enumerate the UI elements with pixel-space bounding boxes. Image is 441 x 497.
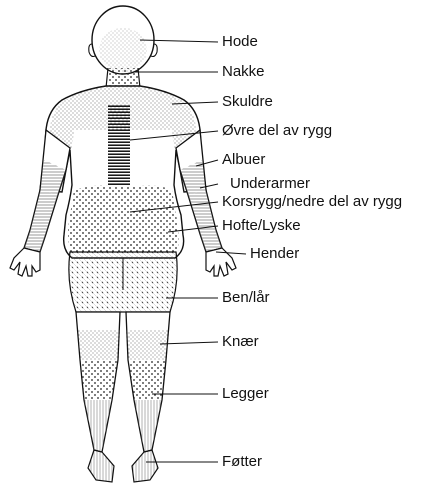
leader-knees [160, 342, 218, 344]
upper-back-region [108, 105, 130, 185]
label-feet: Føtter [222, 454, 262, 469]
label-knees: Knær [222, 334, 259, 349]
label-hip: Hofte/Lyske [222, 218, 301, 233]
left-hand [10, 248, 40, 276]
label-shoulders: Skuldre [222, 94, 273, 109]
label-neck: Nakke [222, 64, 265, 79]
left-arm [24, 130, 70, 252]
label-thigh: Ben/lår [222, 290, 270, 305]
label-forearms: Underarmer [230, 176, 310, 191]
feet [88, 450, 158, 482]
label-head: Hode [222, 34, 258, 49]
hip-region [69, 252, 177, 312]
legs [76, 312, 170, 452]
label-hands: Hender [250, 246, 299, 261]
label-elbows: Albuer [222, 152, 265, 167]
label-lower-back: Korsrygg/nedre del av rygg [222, 194, 402, 209]
lower-back-region [68, 186, 179, 253]
neck-region [106, 68, 140, 88]
label-calves: Legger [222, 386, 269, 401]
label-upper-back: Øvre del av rygg [222, 123, 332, 138]
